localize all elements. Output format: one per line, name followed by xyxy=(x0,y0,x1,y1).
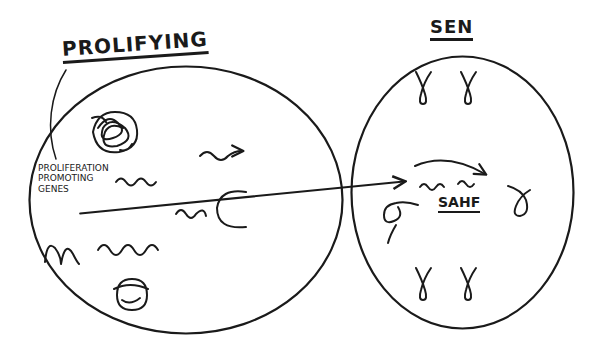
gene-squiggle xyxy=(176,210,206,218)
chromatin-tangle xyxy=(92,112,137,152)
leader-line xyxy=(51,70,66,159)
structure-label: SAHF xyxy=(438,194,480,213)
gene-wave xyxy=(116,179,156,186)
cell-membrane xyxy=(352,57,574,329)
gene-wave xyxy=(420,184,444,190)
chromatin-loop xyxy=(461,268,476,300)
chromatin-loop xyxy=(384,202,418,243)
transcript-arrow xyxy=(200,151,242,160)
cell-heading: SEN xyxy=(430,17,473,41)
gene-wave xyxy=(45,246,79,264)
cell-outline xyxy=(28,65,344,335)
gene-wave xyxy=(98,245,158,255)
cell-circle: SEN xyxy=(350,55,575,330)
cell-membrane xyxy=(30,67,343,334)
cell-outline xyxy=(350,55,575,330)
cell-circle: PROLIFYING xyxy=(28,65,344,335)
chromatin-loop xyxy=(461,72,476,104)
chromatin-loop xyxy=(508,186,530,216)
gene-note: PROLIFERATION PROMOTING GENES xyxy=(38,163,108,194)
cell-heading: PROLIFYING xyxy=(61,28,208,64)
chromatin-loop xyxy=(416,268,431,300)
chromatin-loop xyxy=(416,72,431,104)
gene-wave xyxy=(458,181,474,187)
relocation-arrow xyxy=(415,161,485,174)
chromosome xyxy=(114,279,148,310)
gene-arrow xyxy=(80,182,404,214)
